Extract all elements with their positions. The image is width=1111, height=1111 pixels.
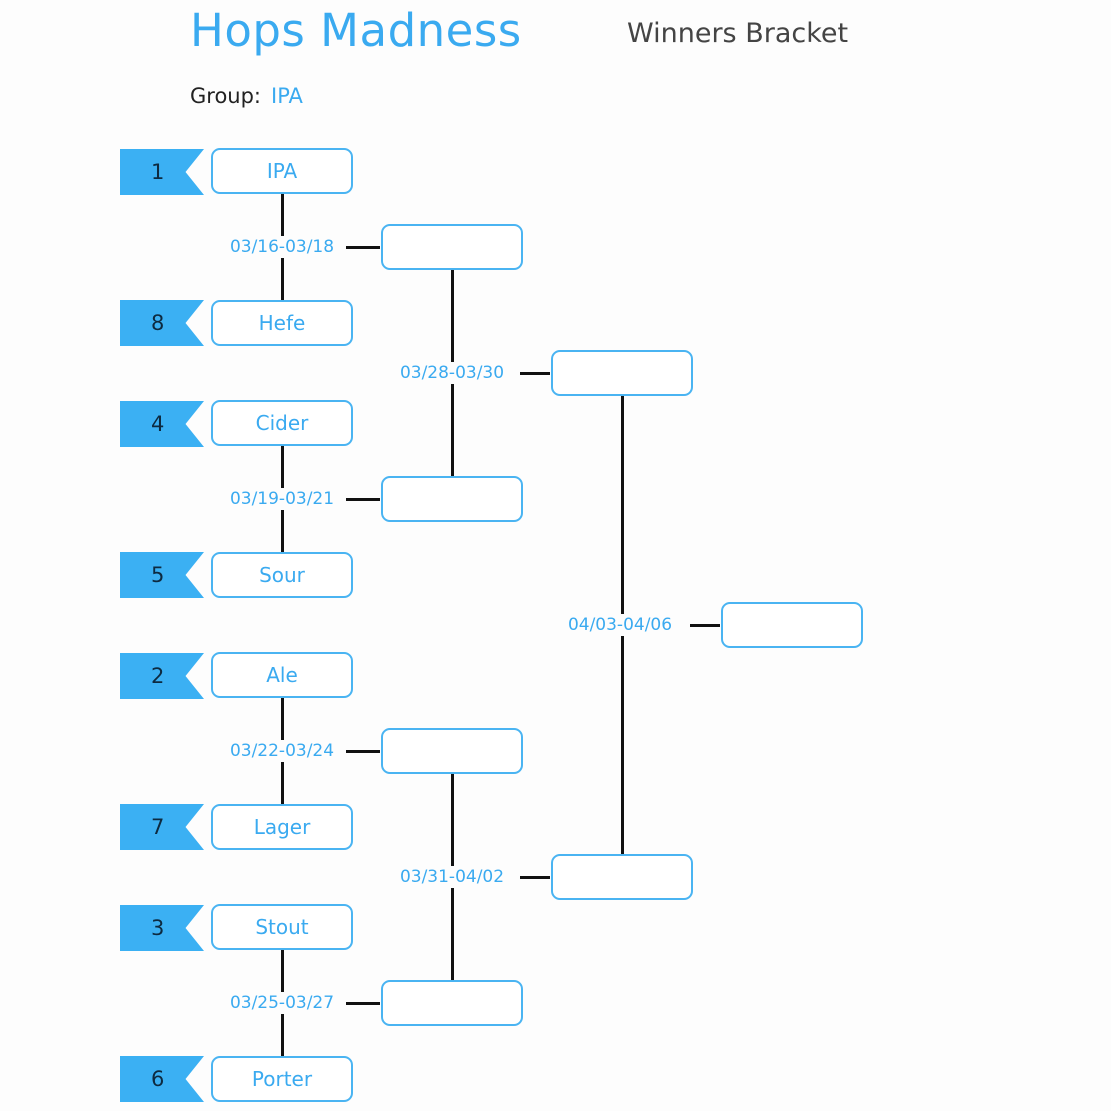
team-slot-porter[interactable]: Porter xyxy=(211,1056,353,1102)
match-date: 03/22-03/24 xyxy=(219,740,345,762)
connector-r1-m3-stub xyxy=(346,750,380,753)
seed-badge: 8 xyxy=(120,300,204,346)
round3-winner-slot[interactable] xyxy=(551,854,693,900)
round2-winner-slot[interactable] xyxy=(381,224,523,270)
seed-badge: 6 xyxy=(120,1056,204,1102)
team-slot-cider[interactable]: Cider xyxy=(211,400,353,446)
team-slot-stout[interactable]: Stout xyxy=(211,904,353,950)
seed-badge: 5 xyxy=(120,552,204,598)
connector-r2-m1-stub xyxy=(520,372,550,375)
match-date: 03/28-03/30 xyxy=(389,362,515,384)
match-date: 04/03-04/06 xyxy=(557,614,683,636)
seed-badge: 4 xyxy=(120,401,204,447)
team-slot-sour[interactable]: Sour xyxy=(211,552,353,598)
connector-r1-m1-stub xyxy=(346,246,380,249)
team-slot-hefe[interactable]: Hefe xyxy=(211,300,353,346)
bracket-title: Winners Bracket xyxy=(627,18,849,49)
app-title: Hops Madness xyxy=(190,4,522,57)
match-date: 03/31-04/02 xyxy=(389,866,515,888)
team-slot-ale[interactable]: Ale xyxy=(211,652,353,698)
group-value[interactable]: IPA xyxy=(271,84,303,108)
champion-slot[interactable] xyxy=(721,602,863,648)
connector-r1-m4-stub xyxy=(346,1002,380,1005)
connector-r2-m2-stub xyxy=(520,876,550,879)
round2-winner-slot[interactable] xyxy=(381,980,523,1026)
seed-badge: 1 xyxy=(120,149,204,195)
round3-winner-slot[interactable] xyxy=(551,350,693,396)
connector-r3-m1-stub xyxy=(690,624,720,627)
team-slot-ipa[interactable]: IPA xyxy=(211,148,353,194)
match-date: 03/19-03/21 xyxy=(219,488,345,510)
group-row: Group: IPA xyxy=(190,84,303,108)
seed-badge: 3 xyxy=(120,905,204,951)
seed-badge: 7 xyxy=(120,804,204,850)
round2-winner-slot[interactable] xyxy=(381,476,523,522)
match-date: 03/16-03/18 xyxy=(219,236,345,258)
seed-badge: 2 xyxy=(120,653,204,699)
connector-r1-m2-stub xyxy=(346,498,380,501)
team-slot-lager[interactable]: Lager xyxy=(211,804,353,850)
match-date: 03/25-03/27 xyxy=(219,992,345,1014)
group-label: Group: xyxy=(190,84,262,108)
round2-winner-slot[interactable] xyxy=(381,728,523,774)
